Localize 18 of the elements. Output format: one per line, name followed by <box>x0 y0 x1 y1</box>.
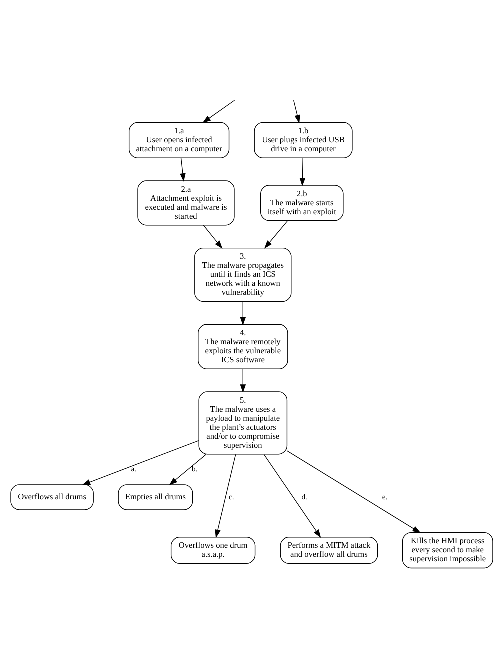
arrow <box>203 225 223 250</box>
arrow <box>169 454 207 486</box>
arrow <box>240 368 246 393</box>
arrow <box>264 220 288 249</box>
arrow <box>300 158 306 187</box>
arrow <box>264 454 322 538</box>
arrow <box>180 158 186 182</box>
edge-label: d. <box>302 492 308 502</box>
edge-label: c. <box>229 492 234 502</box>
arrow <box>215 454 236 538</box>
arrow <box>82 440 200 486</box>
arrow <box>286 450 422 534</box>
edge-label: a. <box>131 464 136 474</box>
arrow <box>202 100 236 124</box>
edge-label: e. <box>382 492 388 502</box>
edge-label: b. <box>192 464 198 474</box>
arrow <box>294 100 300 124</box>
arrow <box>240 301 246 326</box>
